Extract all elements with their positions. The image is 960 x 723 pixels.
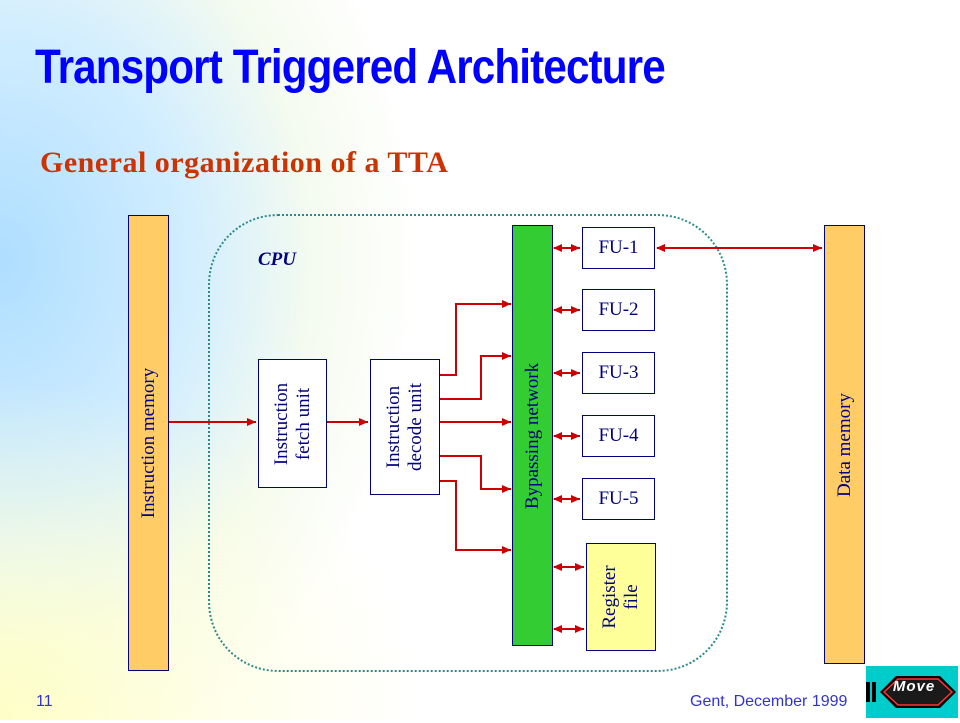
register-file-line-2: file — [621, 584, 642, 610]
data-memory-label: Data memory — [833, 392, 855, 497]
decode-unit-block: Instruction decode unit — [370, 359, 440, 495]
decode-unit-line-2: decode unit — [405, 382, 426, 472]
data-memory-block: Data memory — [824, 225, 865, 664]
instruction-memory-block: Instruction memory — [128, 215, 169, 671]
wire-decode-to-network-5 — [440, 480, 511, 554]
fu-3-block: FU-3 — [582, 352, 655, 394]
fu-2-block: FU-2 — [582, 289, 655, 331]
decode-unit-label: Instruction decode unit — [383, 383, 427, 471]
move-logo-text: Move — [892, 678, 936, 695]
register-file-line-1: Register — [599, 565, 620, 629]
fu-4-block: FU-4 — [582, 415, 655, 457]
register-file-label: Register file — [599, 565, 643, 628]
instruction-memory-label: Instruction memory — [137, 367, 159, 519]
bypassing-network-block: Bypassing network — [512, 225, 553, 646]
fetch-unit-block: Instruction fetch unit — [258, 359, 327, 488]
wire-decode-to-network-1 — [440, 300, 511, 376]
slide-subtitle: General organization of a TTA — [40, 146, 449, 179]
move-logo-graphic — [866, 666, 958, 718]
fetch-unit-label: Instruction fetch unit — [271, 382, 315, 464]
cpu-region — [208, 214, 728, 672]
fu-1-block: FU-1 — [582, 227, 655, 269]
register-file-block: Register file — [586, 543, 656, 651]
slide-number: 11 — [36, 693, 53, 710]
move-logo: Move — [866, 666, 958, 718]
decode-unit-line-1: Instruction — [383, 385, 404, 469]
footer-date: Gent, December 1999 — [690, 693, 848, 710]
bypassing-network-label: Bypassing network — [521, 362, 543, 509]
background-gradient-yellow — [0, 380, 420, 720]
fu-5-block: FU-5 — [582, 478, 655, 520]
wire-decode-to-network-2 — [440, 352, 511, 400]
fetch-unit-line-2: fetch unit — [292, 387, 314, 460]
fetch-unit-line-1: Instruction — [270, 382, 292, 465]
wire-decode-to-network-4 — [440, 455, 511, 493]
cpu-label: CPU — [258, 249, 296, 270]
slide-title: Transport Triggered Architecture — [35, 41, 666, 94]
